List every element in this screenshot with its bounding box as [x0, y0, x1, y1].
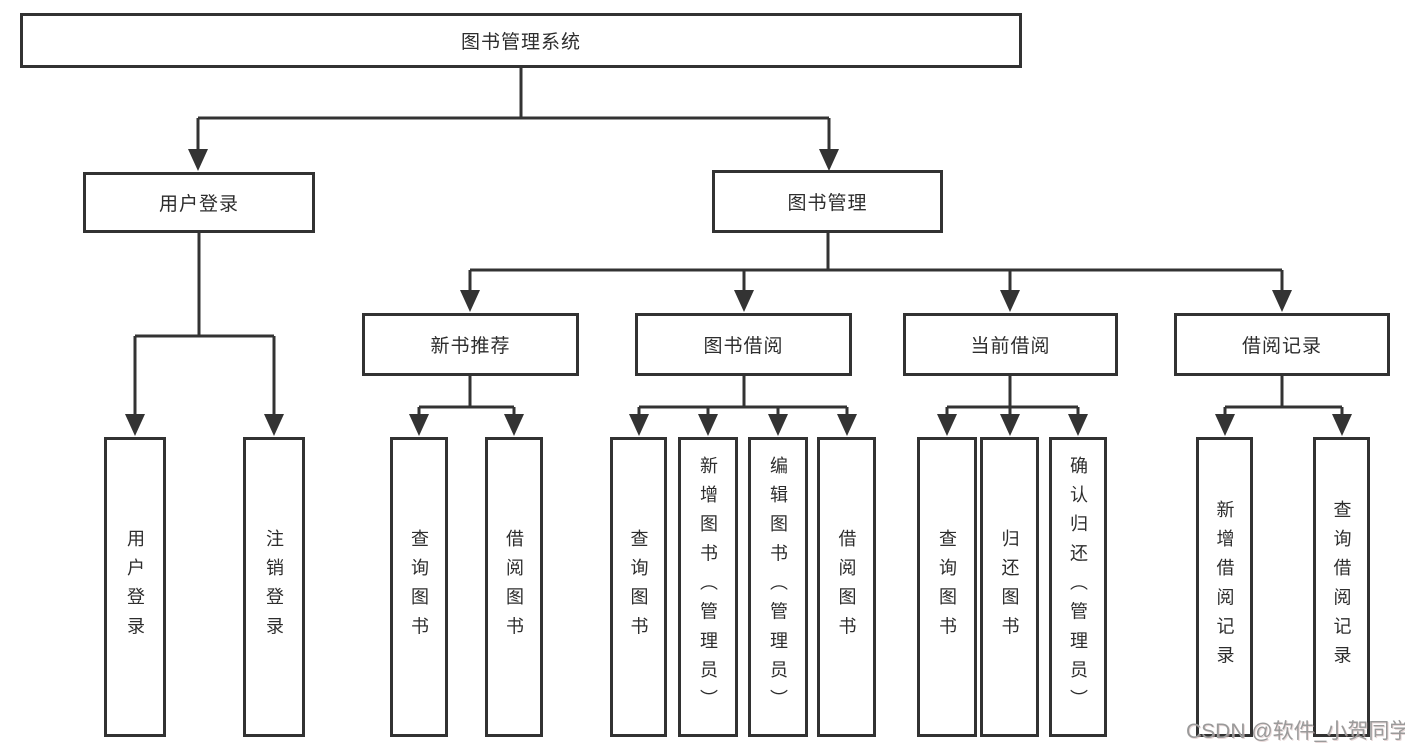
node-leaf-query-books-borrowing: 查询图书 [610, 437, 667, 737]
node-label: 图书管理 [787, 193, 868, 214]
node-label: 借阅记录 [1241, 336, 1322, 357]
node-label: 图书借阅 [703, 336, 784, 357]
node-leaf-borrow-books: 借阅图书 [817, 437, 876, 737]
node-leaf-query-borrow-record: 查询借阅记录 [1313, 437, 1370, 737]
node-user-login-module: 用户登录 [83, 172, 315, 233]
node-label: 查询图书 [628, 528, 649, 646]
node-leaf-borrow-books-recommend: 借阅图书 [485, 437, 543, 737]
node-label: 借阅图书 [504, 528, 524, 646]
node-current-borrowing: 当前借阅 [903, 313, 1118, 376]
node-label: 图书管理系统 [460, 32, 581, 53]
node-label: 归还图书 [999, 528, 1020, 646]
node-label: 用户登录 [125, 528, 145, 646]
node-leaf-user-login: 用户登录 [104, 437, 166, 737]
node-leaf-query-books-current: 查询图书 [917, 437, 977, 737]
node-leaf-confirm-return-admin: 确认归还（管理员） [1049, 437, 1107, 737]
node-label: 新书推荐 [430, 336, 511, 357]
node-label: 编辑图书（管理员） [768, 455, 788, 719]
node-borrowing-records: 借阅记录 [1174, 313, 1390, 376]
node-book-management-module: 图书管理 [712, 170, 943, 233]
node-leaf-logout: 注销登录 [243, 437, 305, 737]
node-leaf-query-books-recommend: 查询图书 [390, 437, 448, 737]
node-new-book-recommend: 新书推荐 [362, 313, 579, 376]
node-label: 用户登录 [158, 194, 239, 215]
node-leaf-return-books: 归还图书 [980, 437, 1039, 737]
node-label: 当前借阅 [970, 336, 1051, 357]
node-leaf-add-borrow-record: 新增借阅记录 [1196, 437, 1253, 737]
node-label: 确认归还（管理员） [1068, 455, 1088, 719]
node-leaf-add-books-admin: 新增图书（管理员） [678, 437, 738, 737]
node-leaf-edit-books-admin: 编辑图书（管理员） [748, 437, 808, 737]
node-root-system: 图书管理系统 [20, 13, 1022, 68]
node-label: 查询图书 [937, 528, 957, 646]
node-label: 新增借阅记录 [1214, 499, 1235, 675]
node-label: 注销登录 [264, 528, 284, 646]
node-label: 新增图书（管理员） [698, 455, 718, 719]
csdn-watermark: CSDN @软件_小贺同学 [1186, 720, 1405, 743]
node-book-borrowing: 图书借阅 [635, 313, 852, 376]
node-label: 查询借阅记录 [1331, 499, 1352, 675]
node-label: 查询图书 [409, 528, 429, 646]
node-label: 借阅图书 [836, 528, 857, 646]
